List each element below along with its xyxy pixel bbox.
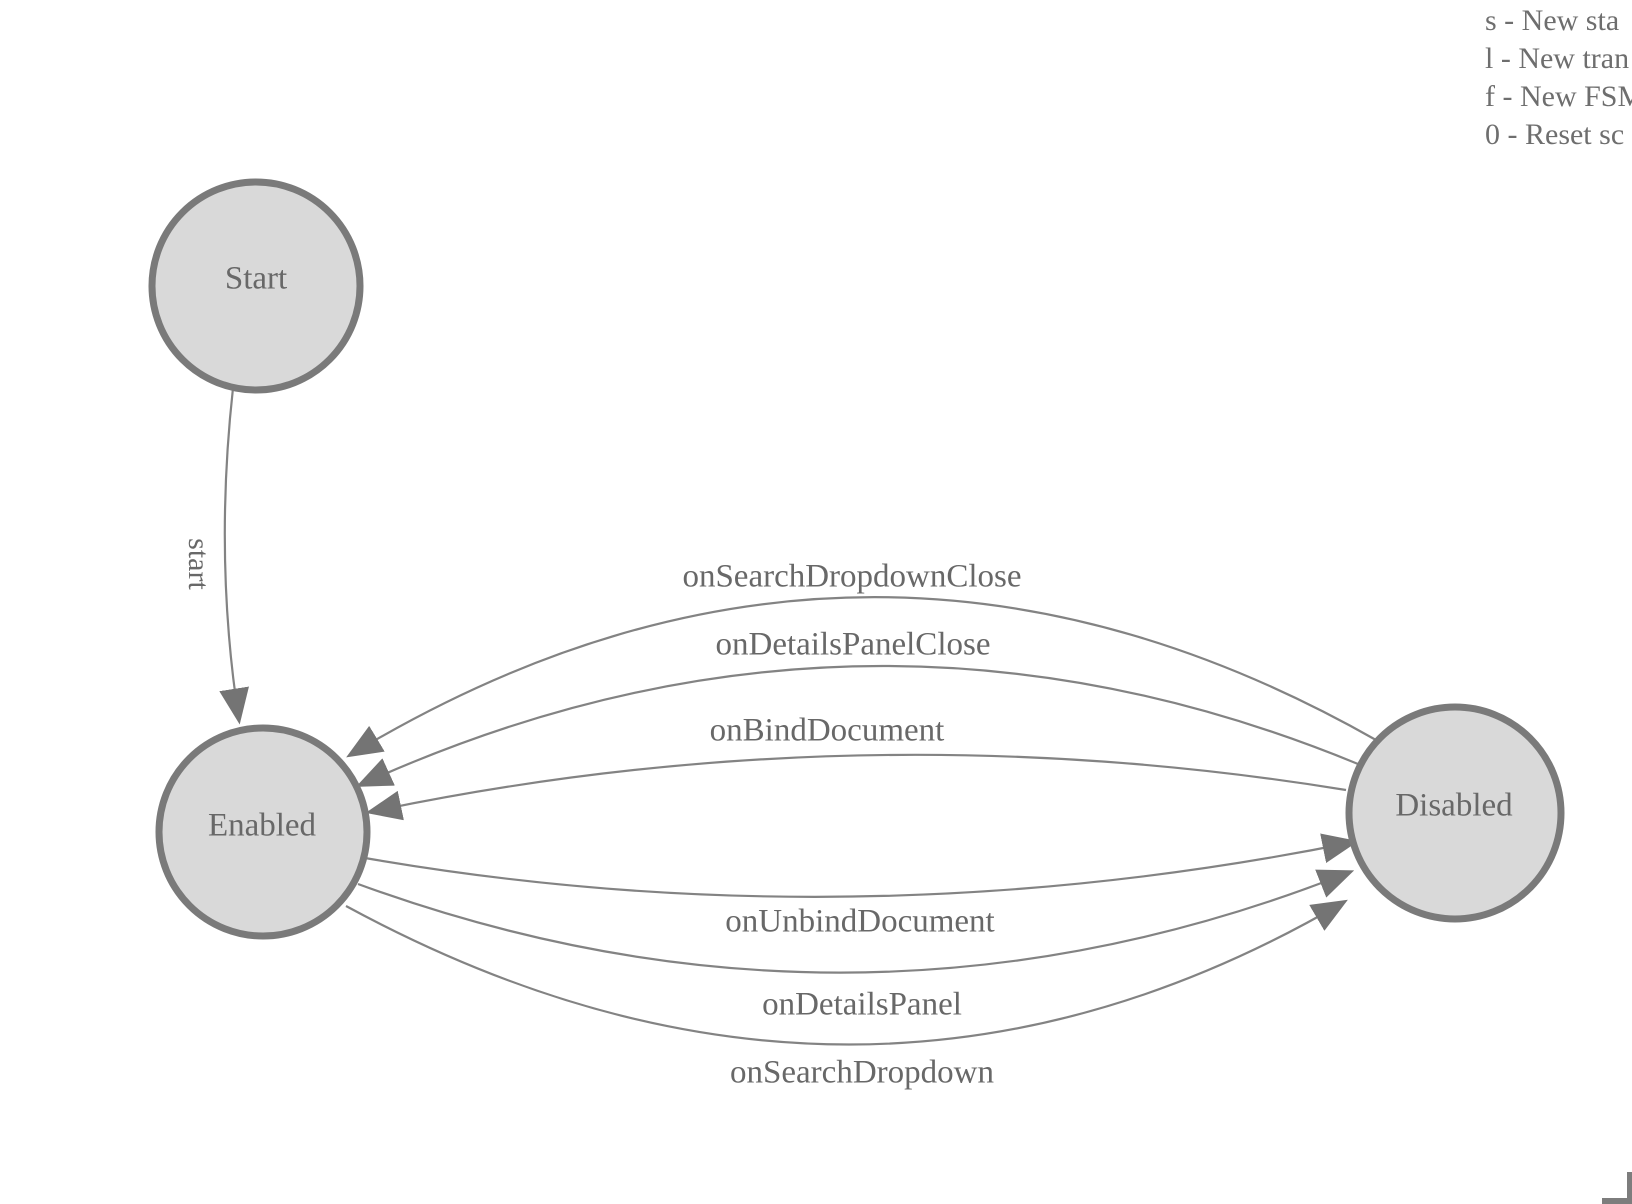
transition-label-onSearchDropdownClose[interactable]: onSearchDropdownClose [682, 558, 1022, 595]
transition-edge-onBindDocument[interactable] [365, 753, 1347, 821]
transition-edge-onSearchDropdown[interactable] [345, 899, 1348, 1046]
shortcuts-legend: s - New sta l - New tran f - New FSM 0 -… [1485, 2, 1632, 154]
legend-line-new-fsm: f - New FSM [1485, 80, 1632, 113]
legend-line-reset: 0 - Reset sc [1485, 118, 1625, 151]
transition-edge-onDetailsPanel[interactable] [357, 869, 1355, 974]
legend-line-new-transition: l - New tran [1485, 42, 1630, 75]
state-label-enabled[interactable]: Enabled [207, 807, 317, 844]
transition-edge-onUnbindDocument[interactable] [364, 833, 1359, 898]
state-node-disabled[interactable] [1345, 703, 1565, 923]
transition-label-onBindDocument[interactable]: onBindDocument [709, 712, 945, 749]
legend-line-new-state: s - New sta [1485, 4, 1620, 37]
state-label-start[interactable]: Start [224, 260, 288, 297]
transition-label-onUnbindDocument[interactable]: onUnbindDocument [725, 903, 995, 940]
transition-label-onDetailsPanel[interactable]: onDetailsPanel [762, 986, 962, 1023]
transition-label-onSearchDropdown[interactable]: onSearchDropdown [730, 1054, 994, 1091]
transition-label-onDetailsPanelClose[interactable]: onDetailsPanelClose [715, 626, 991, 663]
state-label-disabled[interactable]: Disabled [1395, 787, 1513, 824]
transition-edge-onSearchDropdownClose[interactable] [346, 596, 1377, 758]
state-node-start[interactable] [148, 178, 364, 394]
transition-edge-onDetailsPanelClose[interactable] [355, 664, 1359, 787]
transition-edge-start[interactable] [219, 387, 249, 725]
viewport-corner-mark [1602, 1172, 1632, 1204]
transition-label-start[interactable]: start [182, 538, 215, 590]
state-node-enabled[interactable] [155, 724, 371, 940]
